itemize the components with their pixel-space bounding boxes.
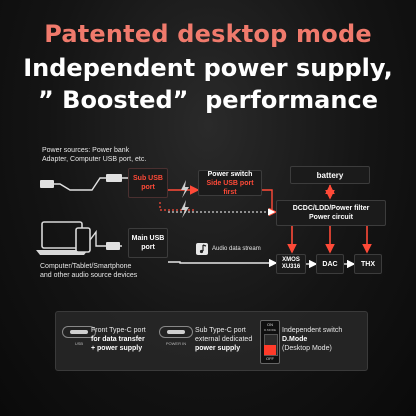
devices-line1: Computer/Tablet/Smartphone [40,263,132,270]
legend-panel: USB Front Type-C port for data transfer … [55,311,368,371]
main-usb-port-box: Main USB port [128,228,168,258]
power-switch-line2: Side USB port first [206,179,254,196]
sub-line3: power supply [195,345,241,352]
front-line1: Front Type-C port [91,327,146,334]
xmos-chip-box: XMOS XU316 [276,254,306,274]
dcdc-power-circuit-box: DCDC/LDD/Power filter Power circuit [276,200,386,226]
d-mode-switch-icon: ON D.MODE OFF [260,320,280,364]
battery-box: battery [290,166,370,184]
dac-box: DAC [316,254,344,274]
power-sources-line2: Adapter, Computer USB port, etc. [42,156,147,163]
front-line3: + power supply [91,345,143,352]
heading-independent-power-supply: Independent power supply, [23,54,393,82]
phone-icon [75,227,91,253]
lightning-icon-lower [181,200,189,218]
d-mode-description: Independent switch D.Mode (Desktop Mode) [282,326,342,353]
xmos-line1: XMOS [282,257,300,263]
switch-line1: Independent switch [282,327,343,334]
sub-line1: Sub Type-C port [195,327,246,334]
devices-line2: and other audio source devices [40,272,138,279]
main-usb-line2: port [141,244,155,251]
front-line2: for data transfer [91,336,145,343]
thx-box: THX [354,254,382,274]
front-port-caption: USB [74,341,84,346]
battery-label: battery [316,170,344,180]
front-type-c-port-icon [62,326,96,338]
devices-label: Computer/Tablet/Smartphone and other aud… [40,262,137,280]
sub-usb-port-box: Sub USB port [128,168,168,198]
sub-line2: external dedicated [195,336,253,343]
power-sources-label: Power sources: Power bank Adapter, Compu… [42,146,146,164]
sub-usb-line2: port [141,184,155,191]
switch-on-label: ON [267,322,273,327]
power-switch-line1: Power switch [207,170,253,178]
sub-port-description: Sub Type-C port external dedicated power… [195,326,252,353]
dac-label: DAC [322,260,338,268]
power-switch-box: Power switch Side USB port first [198,170,262,196]
music-note-icon [196,243,208,255]
switch-off-label: OFF [266,356,274,361]
dcdc-line1: DCDC/LDD/Power filter [292,205,370,212]
main-usb-line1: Main USB [131,235,165,242]
heading-boosted-performance: ” Boosted” performance [38,86,378,114]
dcdc-line2: Power circuit [309,214,353,221]
thx-label: THX [361,260,375,268]
switch-mode-label: D.MODE [264,328,276,332]
switch-line3: (Desktop Mode) [282,345,332,352]
switch-line2: D.Mode [282,336,308,343]
sub-port-caption: POWER IN [165,341,187,346]
front-port-description: Front Type-C port for data transfer + po… [91,326,146,353]
usb-plug-left [40,180,54,188]
audio-data-stream-label: Audio data stream [212,246,261,252]
cable-power-source [42,177,128,191]
usb-plug-main [106,242,120,250]
usb-plug-right [106,174,122,182]
sub-type-c-port-icon [159,326,193,338]
heading-patented-desktop-mode: Patented desktop mode [44,20,372,48]
xmos-line2: XU316 [281,264,301,270]
lightning-icon-upper [181,180,189,198]
power-sources-line1: Power sources: Power bank [42,147,130,154]
sub-usb-line1: Sub USB [133,175,163,182]
